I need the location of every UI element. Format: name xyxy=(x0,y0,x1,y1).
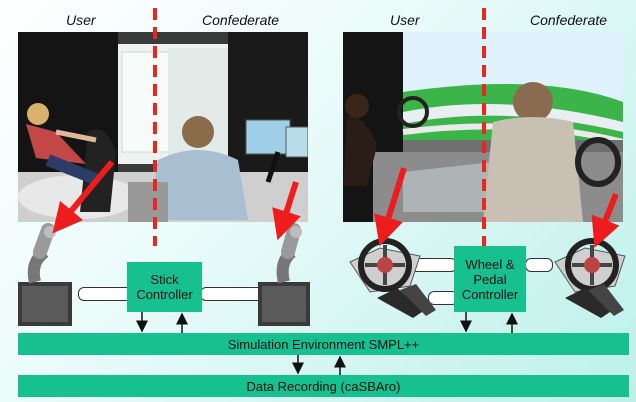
red-arrow-stick-confederate xyxy=(272,181,301,241)
red-arrow-stick-user xyxy=(52,160,115,234)
red-arrow-wheel-user xyxy=(374,167,407,247)
stick-controller-line1: Stick xyxy=(150,272,179,287)
wheel-pedal-controller-box: Wheel & Pedal Controller xyxy=(454,246,526,312)
label-user-left: User xyxy=(66,12,96,28)
data-recording-bar: Data Recording (caSBAro) xyxy=(18,375,629,397)
stick-controller-line2: Controller xyxy=(136,287,193,302)
red-arrow-wheel-confederate xyxy=(591,192,620,248)
label-confederate-right: Confederate xyxy=(530,12,608,28)
simulation-environment-bar: Simulation Environment SMPL++ xyxy=(18,333,629,355)
wheel-controller-line2: Pedal xyxy=(473,271,507,287)
label-confederate-left: Confederate xyxy=(202,12,280,28)
wheel-controller-line3: Controller xyxy=(461,286,519,302)
label-user-right: User xyxy=(390,12,420,28)
wheel-controller-line1: Wheel & xyxy=(465,256,515,272)
stick-controller-box: Stick Controller xyxy=(127,262,202,312)
